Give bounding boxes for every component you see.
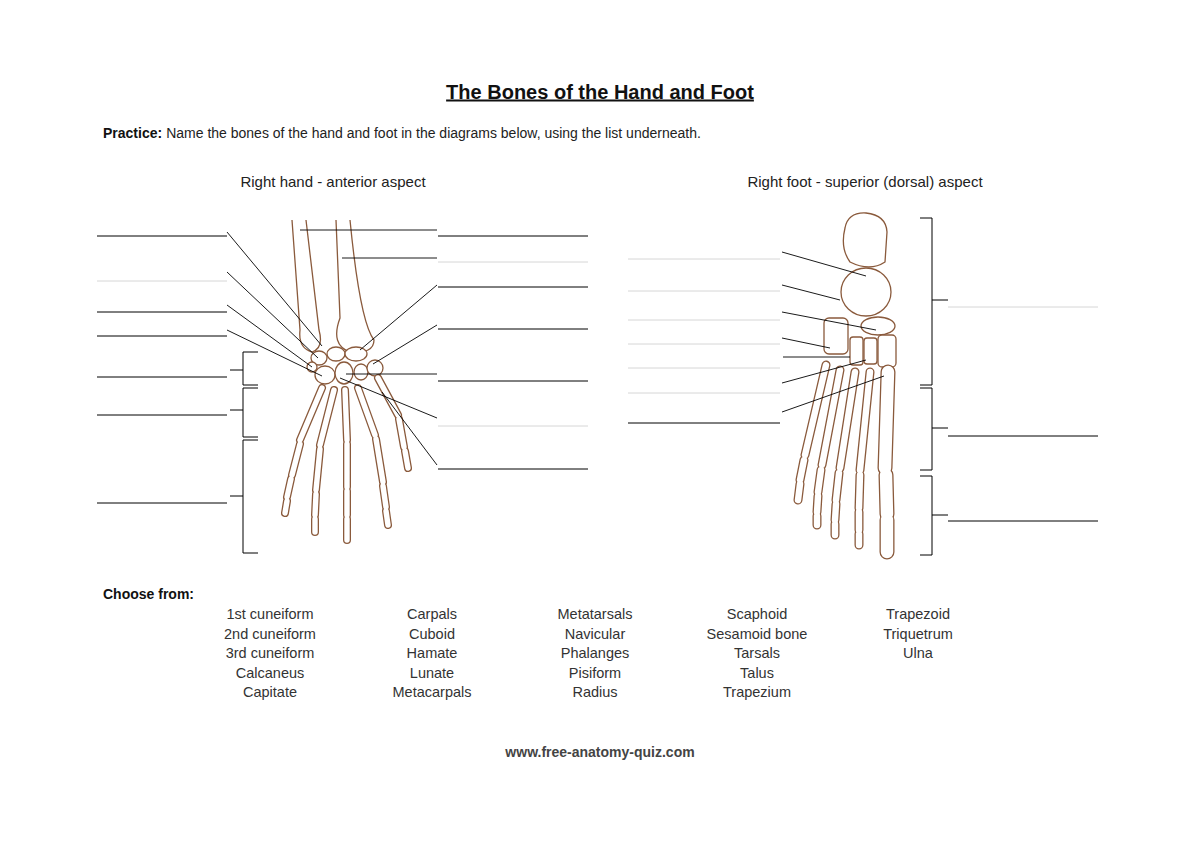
group-bracket (230, 388, 258, 437)
word-choice: 3rd cuneiform (226, 645, 315, 662)
leader-line (782, 312, 876, 330)
word-choice: Metacarpals (393, 684, 472, 701)
leader-line (360, 285, 437, 350)
word-choice: Scaphoid (727, 606, 787, 623)
word-choice: Lunate (410, 664, 454, 681)
radius-bone (336, 220, 374, 352)
leader-line (340, 378, 437, 418)
talus-bone (841, 268, 891, 316)
answer-line (628, 393, 780, 394)
word-choice: Metatarsals (558, 606, 633, 623)
leader-line (782, 252, 866, 276)
group-bracket (230, 440, 258, 553)
word-choice: Capitate (243, 684, 297, 701)
word-choice: Pisiform (569, 664, 621, 681)
word-choice: Sesamoid bone (707, 625, 808, 642)
word-choice: 2nd cuneiform (224, 625, 316, 642)
carpal-bone (327, 347, 345, 361)
answer-line (97, 281, 227, 282)
word-choice: Cuboid (409, 625, 455, 642)
carpal-bone (335, 362, 353, 384)
group-bracket (230, 352, 258, 385)
answer-line (628, 291, 780, 292)
big-toe-fill (885, 372, 888, 552)
leader-line (342, 258, 437, 259)
answer-line (438, 287, 588, 288)
answer-line (97, 377, 227, 378)
answer-line (97, 236, 227, 237)
carpal-bone (354, 364, 368, 380)
word-choice: Triquetrum (883, 625, 953, 642)
leader-line (346, 374, 437, 375)
answer-line (97, 336, 227, 337)
answer-line (438, 426, 588, 427)
word-choice: Hamate (407, 645, 458, 662)
carpal-bone (345, 347, 367, 361)
word-list-heading: Choose from: (103, 586, 194, 602)
cuboid-bone (824, 318, 848, 354)
foot-bone-fill (798, 365, 870, 545)
answer-line (628, 320, 780, 321)
answer-line (948, 436, 1098, 437)
leader-line (227, 330, 322, 376)
foot-bone-outline (798, 365, 870, 545)
leader-line (227, 232, 322, 346)
leader-line (300, 230, 437, 231)
answer-line (438, 329, 588, 330)
answer-line (97, 503, 227, 504)
leader-line (782, 285, 840, 300)
answer-line (97, 312, 227, 313)
answer-line (438, 381, 588, 382)
worksheet-title: The Bones of the Hand and Foot (446, 81, 754, 104)
leader-line (782, 376, 884, 412)
word-choice: Navicular (565, 625, 625, 642)
cuneiform-bone (850, 337, 863, 365)
navicular-bone (861, 317, 895, 335)
instruction-heading: Practice: (103, 125, 162, 141)
answer-line (438, 262, 588, 263)
answer-line (438, 469, 588, 470)
big-toe-outline (885, 372, 888, 552)
word-choice: Talus (740, 664, 774, 681)
word-choice: 1st cuneiform (226, 606, 313, 623)
leader-line (382, 392, 437, 465)
word-choice: Radius (572, 684, 617, 701)
leader-line (783, 357, 850, 358)
word-choice: Trapezium (723, 684, 791, 701)
answer-line (948, 307, 1098, 308)
word-choice: Carpals (407, 606, 457, 623)
answer-line (628, 368, 780, 369)
answer-line (628, 344, 780, 345)
answer-line (438, 236, 588, 237)
website-url: www.free-anatomy-quiz.com (505, 744, 694, 760)
answer-line (948, 521, 1098, 522)
word-choice: Tarsals (734, 645, 780, 662)
calcaneus-bone (843, 213, 887, 267)
word-choice: Phalanges (561, 645, 630, 662)
word-choice: Calcaneus (236, 664, 305, 681)
ulna-bone (292, 220, 320, 352)
view-caption: Right foot - superior (dorsal) aspect (747, 173, 982, 190)
answer-line (97, 415, 227, 416)
group-bracket (920, 218, 948, 385)
answer-line (628, 423, 780, 424)
leader-line (782, 360, 866, 383)
view-caption: Right hand - anterior aspect (240, 173, 425, 190)
word-choice: Trapezoid (886, 606, 950, 623)
carpal-bone (315, 366, 335, 384)
leader-line (373, 325, 437, 364)
group-bracket (920, 476, 948, 555)
answer-line (628, 259, 780, 260)
leader-line (782, 338, 830, 348)
instruction-text: Name the bones of the hand and foot in t… (166, 125, 701, 141)
word-choice: Ulna (903, 645, 933, 662)
group-bracket (920, 388, 948, 470)
cuneiform-bone (878, 335, 896, 367)
